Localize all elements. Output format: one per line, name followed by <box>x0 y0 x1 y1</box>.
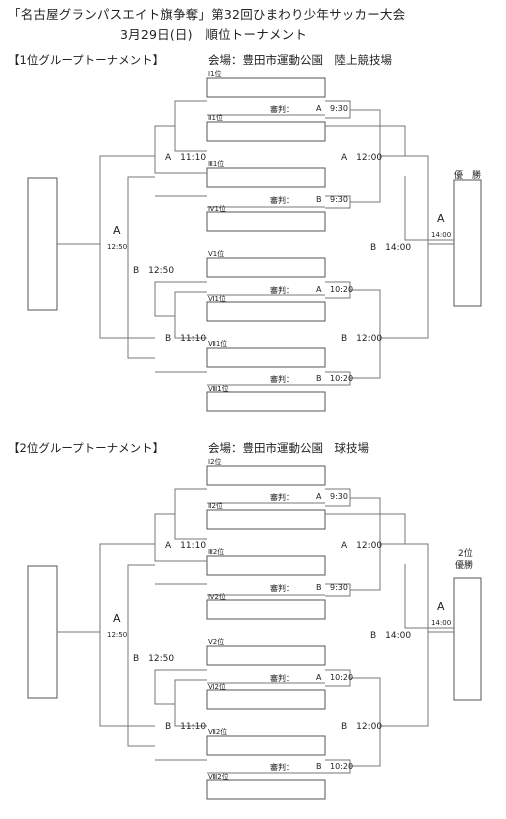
match-label: A <box>316 492 322 501</box>
slot-label: Ⅵ2位 <box>208 683 226 691</box>
match-label: A <box>316 104 322 113</box>
slot-label: Ⅳ1位 <box>208 205 226 213</box>
match-time: 10:20 <box>330 374 354 383</box>
right-a-label: A 12:00 <box>341 153 383 163</box>
match-label: B <box>316 583 322 592</box>
champ-a-time: 14:00 <box>431 231 452 239</box>
slot-label: Ⅳ2位 <box>208 593 226 601</box>
match-time: 10:20 <box>330 673 354 682</box>
slot-label: Ⅰ1位 <box>208 70 222 78</box>
referee-label: 審判： <box>270 763 294 772</box>
slot-label: Ⅵ1位 <box>208 295 226 303</box>
match-label: A <box>316 285 322 294</box>
match-label: A <box>316 673 322 682</box>
final-b-time-label: B 14:00 <box>370 631 412 641</box>
final-a-label: A <box>113 224 121 237</box>
final-b-time-label: B 14:00 <box>370 243 412 253</box>
match-time: 9:30 <box>330 195 348 204</box>
final-b-label: B 12:50 <box>133 266 175 276</box>
champ-a-label: A <box>437 212 445 225</box>
referee-label: 審判： <box>270 375 294 384</box>
champ-a-time: 14:00 <box>431 619 452 627</box>
champion-label-line1: 2位 <box>458 549 473 559</box>
final-a-time: 12:50 <box>107 631 128 639</box>
champ-a-label: A <box>437 600 445 613</box>
referee-label: 審判： <box>270 105 294 114</box>
slot-label: Ⅱ2位 <box>208 502 223 510</box>
semi-a-label: A 11:10 <box>165 541 207 551</box>
page-title: 「名古屋グランパスエイト旗争奪」第32回ひまわり少年サッカー大会 <box>8 7 406 22</box>
section-1-bracket-lines <box>27 77 482 412</box>
section-1-venue: 会場：豊田市運動公園 陸上競技場 <box>208 53 392 67</box>
semi-a-label: A 11:10 <box>165 153 207 163</box>
right-a-label: A 12:00 <box>341 541 383 551</box>
right-b-label: B 12:00 <box>341 334 383 344</box>
match-time: 9:30 <box>330 104 348 113</box>
section-2-venue: 会場：豊田市運動公園 球技場 <box>208 441 369 455</box>
slot-label: Ⅷ2位 <box>208 773 229 781</box>
champion-label-line2: 優勝 <box>455 561 474 571</box>
right-b-label: B 12:00 <box>341 722 383 732</box>
semi-b-label: B 11:10 <box>165 722 207 732</box>
semi-b-label: B 11:10 <box>165 334 207 344</box>
referee-label: 審判： <box>270 584 294 593</box>
match-label: B <box>316 195 322 204</box>
slot-label: Ⅴ1位 <box>208 250 225 258</box>
slot-label: Ⅶ2位 <box>208 728 228 736</box>
match-label: B <box>316 762 322 771</box>
slot-label: Ⅶ1位 <box>208 340 228 348</box>
referee-label: 審判： <box>270 286 294 295</box>
match-label: B <box>316 374 322 383</box>
section-2-heading: 【2位グループトーナメント】 <box>8 441 165 455</box>
slot-label: Ⅲ2位 <box>208 548 225 556</box>
slot-label: Ⅲ1位 <box>208 160 225 168</box>
match-time: 9:30 <box>330 492 348 501</box>
match-time: 10:20 <box>330 762 354 771</box>
slot-label: Ⅱ1位 <box>208 114 223 122</box>
match-time: 9:30 <box>330 583 348 592</box>
referee-label: 審判： <box>270 196 294 205</box>
referee-label: 審判： <box>270 674 294 683</box>
slot-label: Ⅷ1位 <box>208 385 229 393</box>
section-1-heading: 【1位グループトーナメント】 <box>8 53 165 67</box>
slot-label: Ⅰ2位 <box>208 458 222 466</box>
referee-label: 審判： <box>270 493 294 502</box>
slot-label: Ⅴ2位 <box>208 638 225 646</box>
champion-label: 優 勝 <box>454 171 482 181</box>
final-b-label: B 12:50 <box>133 654 175 664</box>
final-a-time: 12:50 <box>107 243 128 251</box>
page-subtitle: 3月29日(日) 順位トーナメント <box>120 27 308 42</box>
final-a-label: A <box>113 612 121 625</box>
match-time: 10:20 <box>330 285 354 294</box>
